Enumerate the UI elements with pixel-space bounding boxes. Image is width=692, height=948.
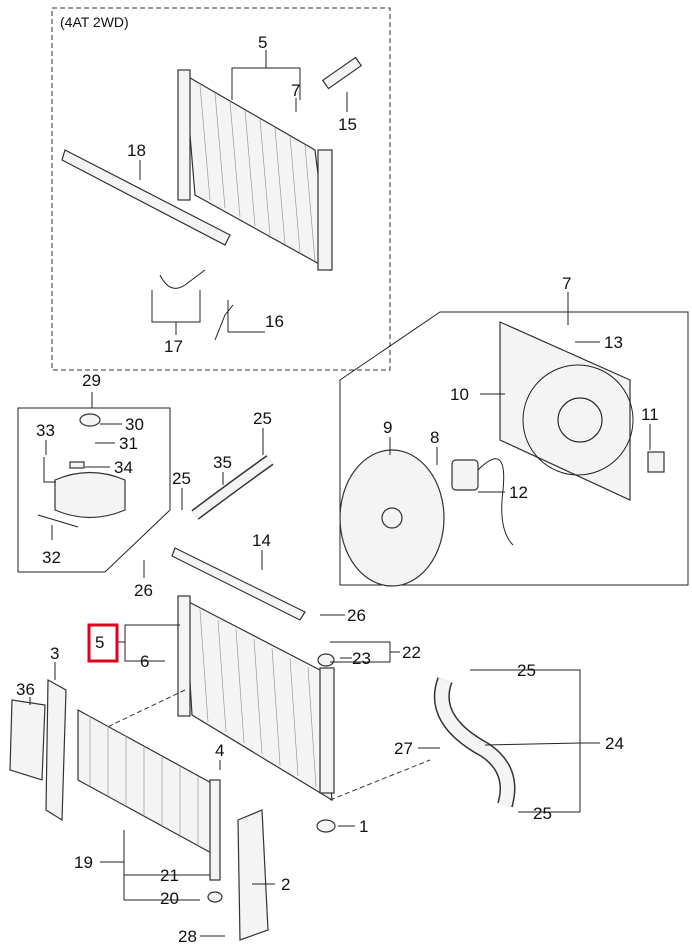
callout-2[interactable]: 2	[281, 875, 290, 894]
callout-30[interactable]: 30	[125, 415, 144, 434]
callout-7[interactable]: 7	[291, 81, 300, 100]
callout-33[interactable]: 33	[36, 421, 55, 440]
callout-22[interactable]: 22	[402, 643, 421, 662]
callout-5[interactable]: 5	[258, 33, 267, 52]
fan-shroud-drawing	[339, 321, 665, 587]
callout-28[interactable]: 28	[178, 927, 197, 946]
callout-36[interactable]: 36	[16, 680, 35, 699]
callout-17[interactable]: 17	[164, 337, 183, 356]
callout-31[interactable]: 31	[119, 434, 138, 453]
main-radiator-drawing	[177, 595, 336, 833]
highlighted-part-box[interactable]	[87, 623, 119, 663]
fan-assembly-box	[339, 311, 689, 586]
callout-10[interactable]: 10	[450, 385, 469, 404]
callout-3[interactable]: 3	[50, 644, 59, 663]
callout-34[interactable]: 34	[114, 458, 133, 477]
condenser-drawing	[9, 678, 269, 941]
callout-1[interactable]: 1	[359, 817, 368, 836]
callout-13[interactable]: 13	[604, 333, 623, 352]
callout-26-left[interactable]: 26	[134, 581, 153, 600]
callout-24[interactable]: 24	[605, 734, 624, 753]
callout-25-lower-top[interactable]: 25	[517, 661, 536, 680]
callout-25-hose[interactable]: 25	[172, 469, 191, 488]
callout-21[interactable]: 21	[160, 866, 179, 885]
callout-5-highlighted[interactable]: 5	[95, 633, 104, 652]
callout-9[interactable]: 9	[383, 418, 392, 437]
callout-26-right[interactable]: 26	[347, 606, 366, 625]
callout-35[interactable]: 35	[213, 453, 232, 472]
callout-19[interactable]: 19	[74, 853, 93, 872]
callout-labels: 5 7 15 18 16 17 7 13 10 11 9 8 12 29 30 …	[16, 33, 659, 946]
reservoir-drawing	[37, 413, 126, 528]
variant-label: (4AT 2WD)	[60, 14, 129, 30]
upper-radiator-drawing	[61, 56, 363, 341]
hose-and-bar-drawing	[171, 455, 516, 808]
reservoir-box	[17, 407, 171, 573]
callout-32[interactable]: 32	[42, 548, 61, 567]
callout-14[interactable]: 14	[252, 531, 271, 550]
callout-11[interactable]: 11	[641, 405, 659, 424]
variant-group-box	[51, 7, 391, 371]
callout-4[interactable]: 4	[215, 741, 224, 760]
callout-15[interactable]: 15	[338, 115, 357, 134]
callout-20[interactable]: 20	[160, 889, 179, 908]
callout-6[interactable]: 6	[140, 652, 149, 671]
callout-25-upper[interactable]: 25	[253, 409, 272, 428]
callout-16[interactable]: 16	[265, 312, 284, 331]
callout-12[interactable]: 12	[509, 483, 528, 502]
callout-8[interactable]: 8	[430, 428, 439, 447]
callout-25-lower-bottom[interactable]: 25	[533, 804, 552, 823]
callout-27[interactable]: 27	[394, 739, 413, 758]
callout-18[interactable]: 18	[127, 141, 146, 160]
callout-23[interactable]: 23	[352, 649, 371, 668]
callout-29[interactable]: 29	[82, 371, 101, 390]
callout-7-fan[interactable]: 7	[562, 274, 571, 293]
